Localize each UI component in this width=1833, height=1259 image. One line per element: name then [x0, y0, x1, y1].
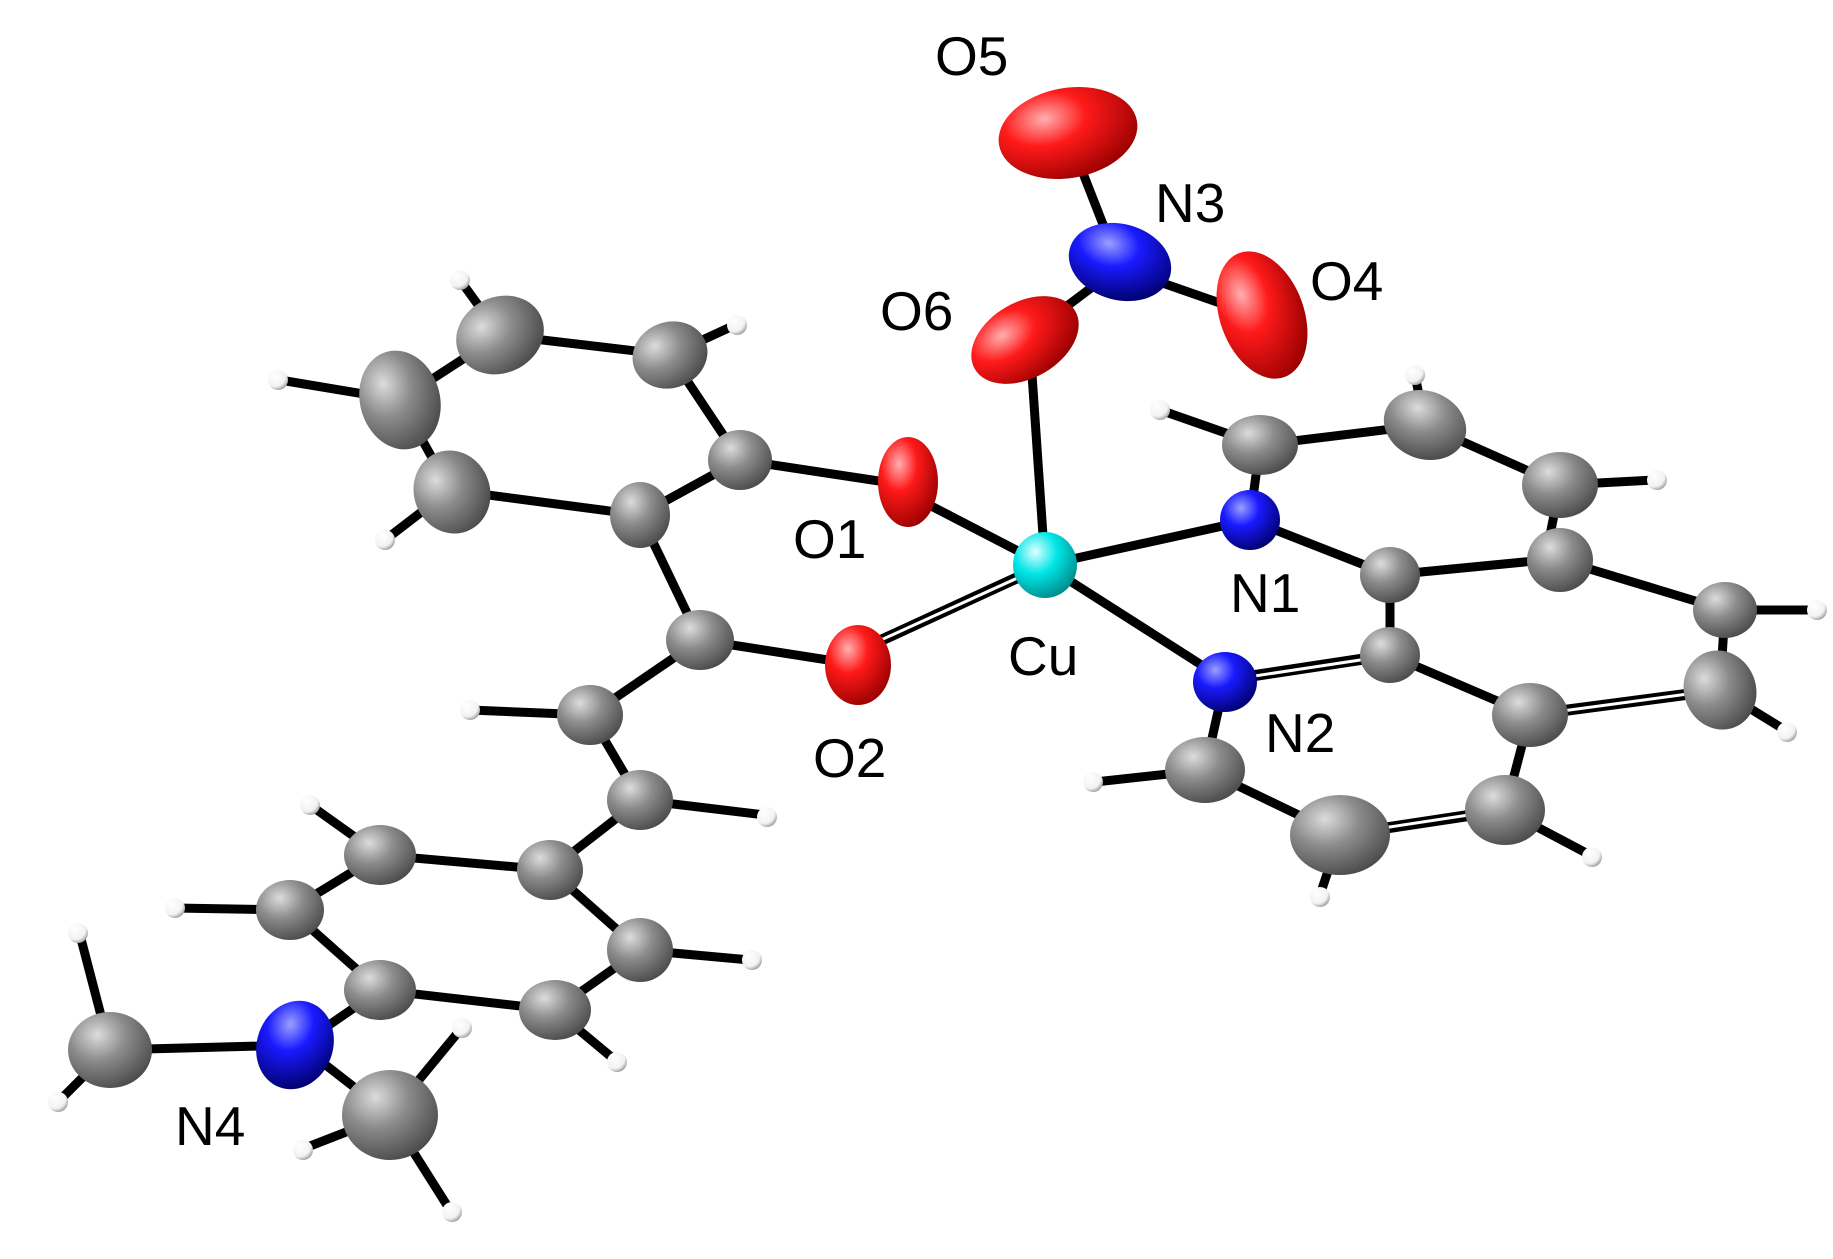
- hydrogen-atom: [300, 795, 320, 815]
- hydrogen-atoms: [48, 270, 1827, 1222]
- nitrogen-atom-n4: [256, 1000, 334, 1090]
- label-o2: O2: [813, 727, 886, 789]
- carbon-atom: [610, 482, 670, 548]
- carbon-atom: [557, 685, 623, 745]
- hydrogen-atom: [1405, 365, 1425, 385]
- bond-phen-10-inner: [1539, 689, 1711, 716]
- hydrogen-atom: [1150, 400, 1170, 420]
- label-o1: O1: [793, 508, 866, 570]
- oxygen-atom-o1: [878, 437, 938, 527]
- bond-o6-cu: [1025, 344, 1050, 566]
- hydrogen-atom: [1647, 470, 1667, 490]
- carbon-atom: [344, 825, 416, 885]
- hydrogen-atom: [1310, 887, 1330, 907]
- bond-cu-n1: [1044, 515, 1251, 570]
- hydrogen-atom: [268, 370, 288, 390]
- carbon-atoms: [68, 295, 1757, 1160]
- carbon-atom: [1360, 547, 1420, 603]
- copper-atom-cu: [1013, 532, 1077, 598]
- hydrogen-atom: [48, 1092, 68, 1112]
- hydrogen-atom: [1083, 772, 1103, 792]
- hydrogen-atom: [742, 950, 762, 970]
- carbon-atom: [1527, 528, 1593, 592]
- hydrogen-atom: [293, 1140, 313, 1160]
- bond-o2-cu-inner: [869, 568, 1036, 647]
- label-n4: N4: [175, 1095, 245, 1157]
- carbon-atom: [1165, 737, 1245, 803]
- carbon-atom: [632, 321, 708, 389]
- atom-labels: O5 N3 O4 O6 O1 N1 Cu O2 N2 N4: [175, 25, 1383, 1157]
- carbon-atom: [1683, 650, 1757, 730]
- oxygen-atom-o2: [825, 625, 891, 705]
- carbon-atom: [1465, 775, 1545, 845]
- hydrogen-atom: [452, 1018, 472, 1038]
- nitrogen-atoms: [256, 222, 1280, 1090]
- label-n3: N3: [1155, 172, 1225, 234]
- nitrogen-atom-n2: [1193, 652, 1257, 712]
- carbon-atom: [1492, 683, 1568, 747]
- carbon-atom: [1522, 452, 1598, 518]
- label-cu: Cu: [1008, 625, 1078, 687]
- carbon-atom: [456, 295, 544, 375]
- hydrogen-atom: [165, 898, 185, 918]
- nitrogen-atom-n3: [1068, 222, 1172, 302]
- hydrogen-atom: [727, 315, 747, 335]
- hydrogen-atom: [757, 807, 777, 827]
- hydrogen-atom: [607, 1052, 627, 1072]
- carbon-atom: [359, 350, 441, 450]
- bond-cu-n2: [1042, 561, 1228, 684]
- label-n2: N2: [1265, 702, 1335, 764]
- hydrogen-atom: [1582, 847, 1602, 867]
- hydrogen-atom: [450, 270, 470, 290]
- hydrogen-atom: [1807, 600, 1827, 620]
- bond-phen-8-inner: [1234, 655, 1381, 681]
- nitrogen-atom-n1: [1220, 490, 1280, 550]
- carbon-atom: [607, 918, 673, 982]
- hydrogen-atom: [1777, 722, 1797, 742]
- carbon-atom: [1222, 415, 1298, 475]
- carbon-atom: [517, 840, 583, 900]
- label-n1: N1: [1230, 562, 1300, 624]
- carbon-atom: [68, 1012, 152, 1088]
- oxygen-atom-o6: [971, 296, 1079, 384]
- carbon-atom: [344, 960, 416, 1020]
- carbon-atom: [708, 430, 772, 490]
- oxygen-atoms: [825, 87, 1308, 705]
- label-o6: O6: [880, 280, 953, 342]
- hydrogen-atom: [68, 923, 88, 943]
- carbon-atom: [1290, 795, 1390, 875]
- label-o5: O5: [935, 25, 1008, 87]
- carbon-atom: [256, 880, 324, 940]
- hydrogen-atom: [442, 1202, 462, 1222]
- carbon-atom: [1383, 389, 1467, 461]
- hydrogen-atom: [375, 530, 395, 550]
- carbon-atom: [1360, 627, 1420, 683]
- carbon-atom: [607, 770, 673, 830]
- carbon-atom: [342, 1070, 438, 1160]
- carbon-atom: [413, 450, 491, 534]
- oxygen-atom-o4: [1216, 251, 1308, 379]
- carbon-atom: [1693, 582, 1757, 638]
- copper-atoms: [1013, 532, 1077, 598]
- oxygen-atom-o5: [998, 87, 1138, 179]
- carbon-atom: [666, 610, 734, 670]
- carbon-atom: [519, 980, 591, 1040]
- label-o4: O4: [1310, 250, 1383, 312]
- hydrogen-atom: [460, 700, 480, 720]
